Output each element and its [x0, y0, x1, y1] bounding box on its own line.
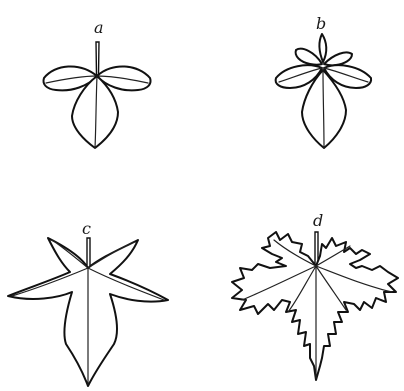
- leaf-b-top-leaflet: [319, 34, 326, 62]
- leaf-c-palmate: [8, 238, 168, 386]
- leaf-a-petiole: [96, 42, 99, 75]
- leaf-c-petiole: [87, 238, 90, 268]
- leaf-b-upper-right-leaflet: [324, 52, 352, 65]
- leaf-b-pentafoliate: [276, 34, 371, 148]
- leaf-d-palmate-toothed: [232, 232, 398, 380]
- leaf-a-trifoliate: [44, 42, 151, 148]
- leaf-b-upper-left-leaflet: [296, 49, 322, 65]
